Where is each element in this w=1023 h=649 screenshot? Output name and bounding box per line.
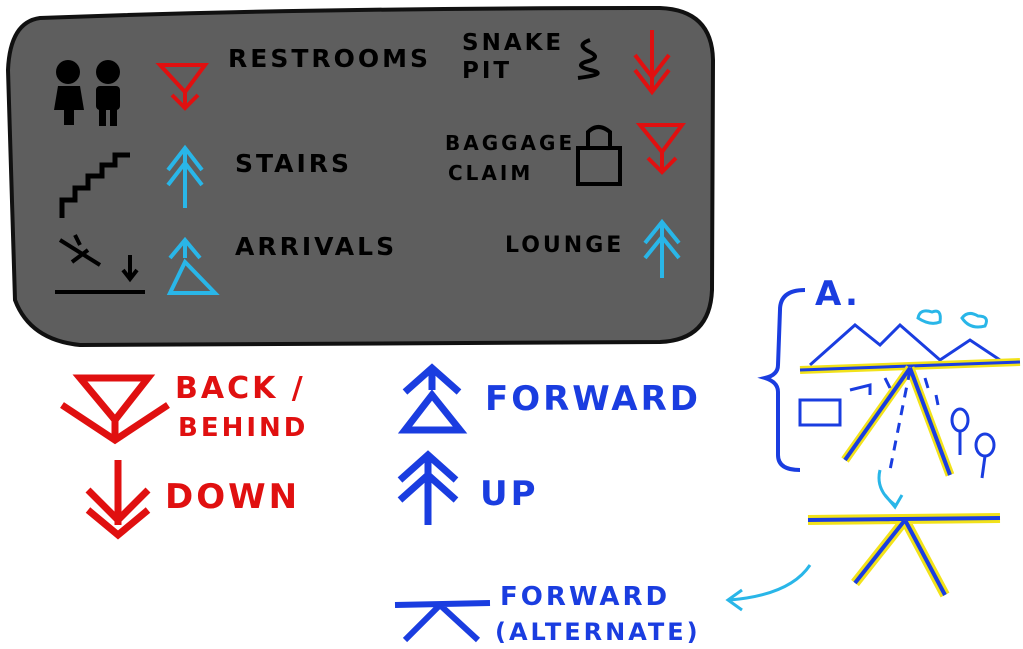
baggage-icon [576,125,622,186]
restrooms-back-arrow-icon [155,63,209,111]
back-behind-arrow-icon [60,374,170,445]
stairs-up-arrow-icon [166,144,204,208]
down-label: DOWN [165,477,300,517]
restroom-icon [54,60,120,126]
baggage-back-arrow-icon [635,123,686,175]
stairs-label: STAIRS [235,149,352,178]
arrivals-label: ARRIVALS [235,232,397,261]
landscape-illustration [798,309,1021,479]
forward-alternate-label-1: FORWARD [500,582,670,612]
back-label: BACK / [175,371,306,406]
illustration-label: A. [815,274,861,314]
stairs-icon [59,152,130,218]
transition-arrow-icon [877,469,904,510]
down-arrow-icon [85,460,151,540]
up-arrow-icon [397,450,459,525]
arrivals-forward-arrow-icon [166,236,220,295]
pointer-arrow-icon [725,564,812,612]
up-label: UP [480,474,539,514]
forward-alternate-icon [394,600,491,643]
forward-alternate-illustration [807,513,1001,598]
claim-label: CLAIM [448,161,533,185]
pit-label: PIT [462,58,512,84]
forward-arrow-icon [397,363,468,434]
arrivals-icon [55,234,145,294]
baggage-label: BAGGAGE [445,131,575,155]
snake-label: SNAKE [462,30,564,56]
snake-icon [577,38,600,80]
brace-icon [757,288,806,472]
forward-label: FORWARD [485,379,701,419]
lounge-up-arrow-icon [643,218,681,278]
lounge-label: LOUNGE [505,233,624,258]
behind-label: BEHIND [178,413,308,443]
snake-pit-down-arrow-icon [633,30,671,96]
restrooms-label: RESTROOMS [228,44,431,73]
forward-alternate-label-2: (ALTERNATE) [495,618,701,646]
